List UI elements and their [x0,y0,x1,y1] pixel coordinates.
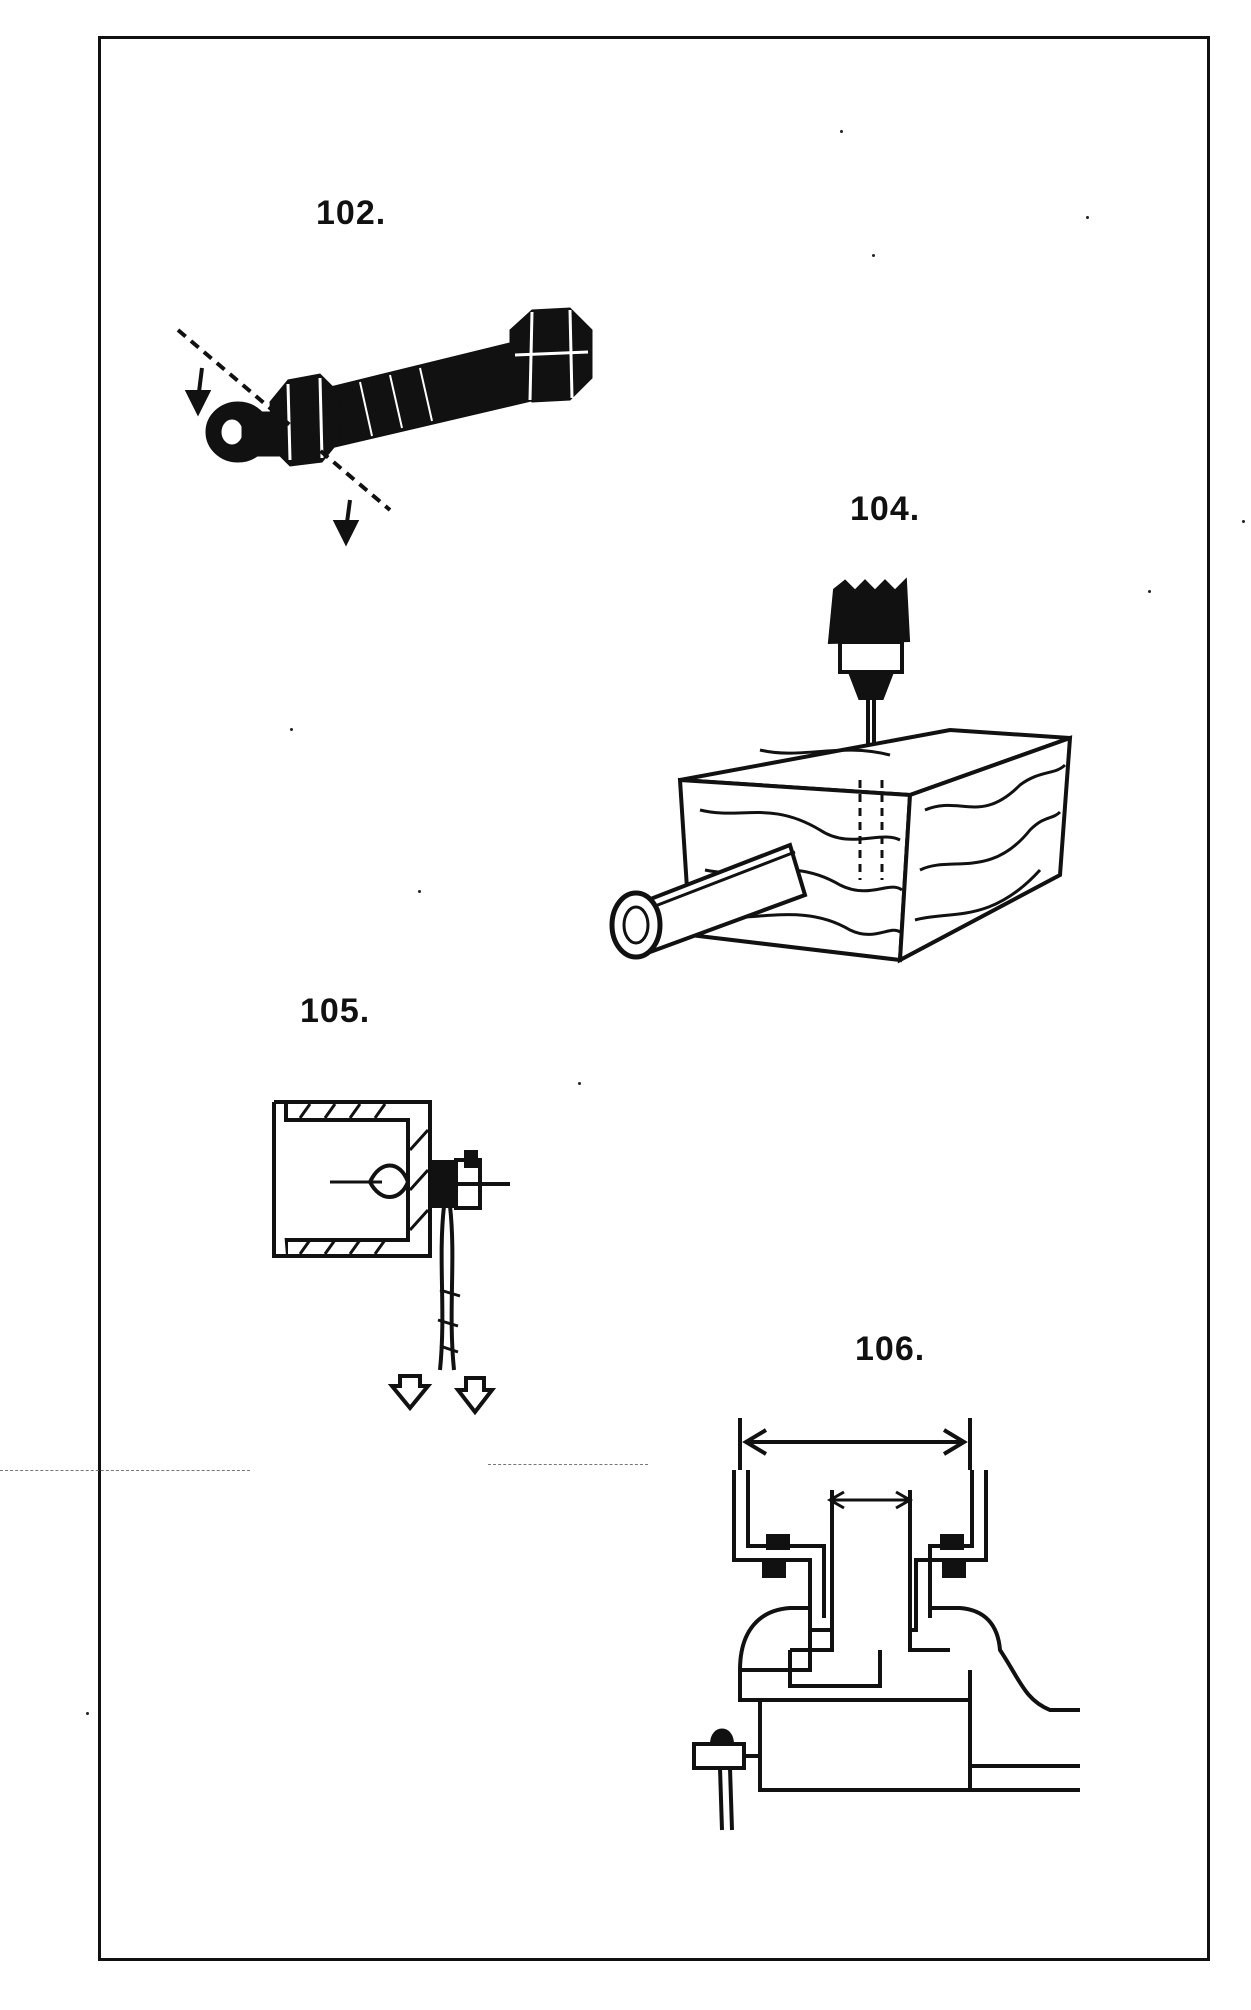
scan-speck [1086,216,1089,219]
figure-105-bracket-illustration [272,1100,510,1416]
scan-stray-line [488,1464,648,1465]
figure-106-clamp-illustration [692,1418,1080,1831]
scan-speck [86,1712,89,1715]
scan-speck [872,254,875,257]
figure-102-label: 102. [316,194,387,232]
figure-106-label: 106. [855,1330,926,1368]
scan-speck [290,728,293,731]
scan-stray-line [0,1470,250,1471]
scan-speck [840,130,843,133]
figure-102-bolt-illustration [176,307,593,547]
page-frame [98,36,1210,1961]
scan-speck [1242,520,1245,523]
scan-speck [578,1082,581,1085]
figure-104-drilling-illustration [609,577,1073,964]
scan-speck [418,890,421,893]
figure-105-label: 105. [300,992,371,1030]
figure-104-label: 104. [850,490,921,528]
scan-speck [1148,590,1151,593]
